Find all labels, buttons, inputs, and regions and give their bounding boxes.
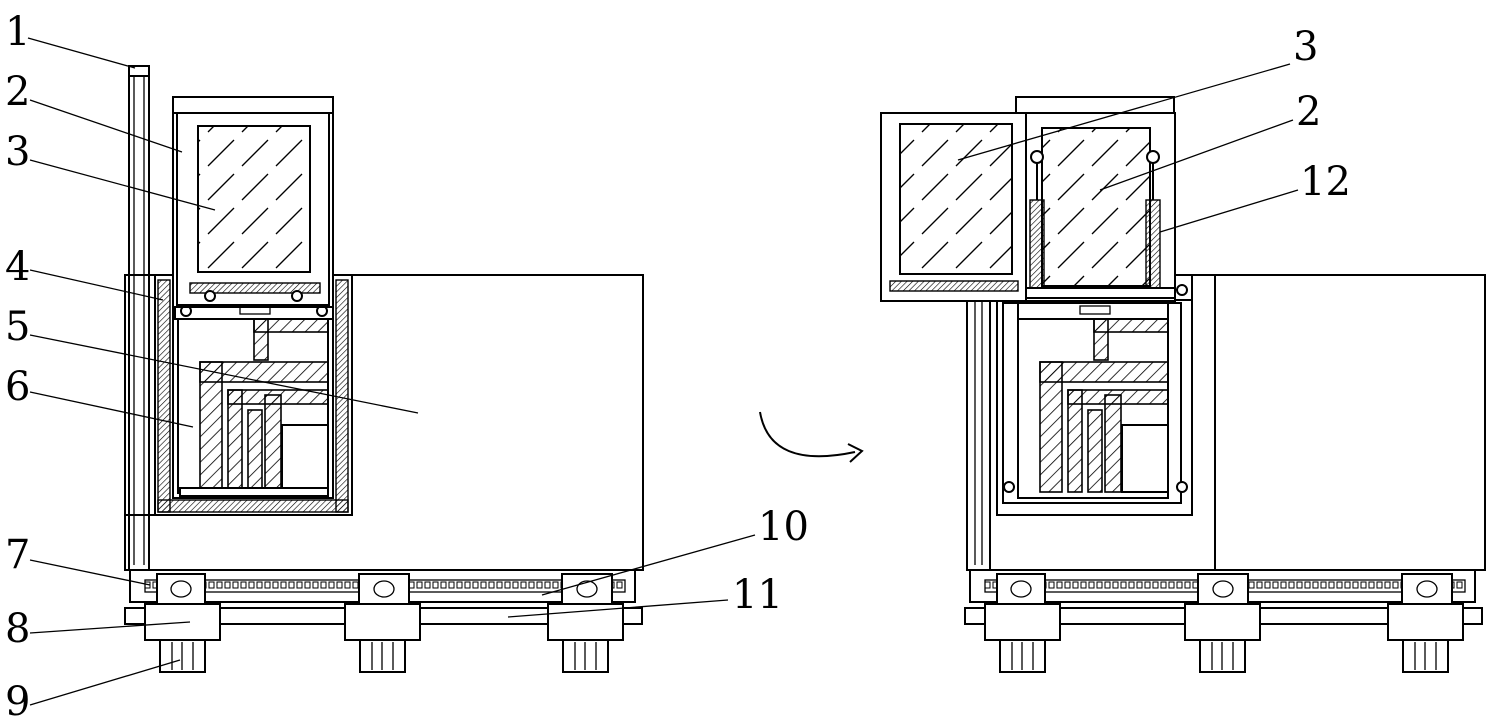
support-feet — [144, 603, 624, 673]
storage-compartment — [154, 274, 353, 516]
callout-2: 2 — [5, 69, 30, 115]
display-screen — [197, 125, 311, 273]
callout-5: 5 — [5, 304, 30, 350]
callout-7: 7 — [5, 532, 30, 578]
display-panel — [172, 96, 334, 308]
left-callouts: 1 2 3 4 5 6 7 8 9 10 11 — [5, 9, 809, 725]
callout-9: 9 — [5, 679, 30, 725]
transition-arrow — [759, 411, 864, 463]
callout-6: 6 — [5, 364, 30, 410]
callout-3: 3 — [5, 129, 30, 175]
right-callouts: 3 2 12 — [1293, 24, 1351, 205]
left-leader-lines — [27, 37, 756, 706]
callout-10: 10 — [758, 504, 809, 550]
callout-8: 8 — [5, 606, 30, 652]
callout-1: 1 — [5, 9, 30, 55]
callout-11: 11 — [732, 572, 783, 618]
callout-right-12: 12 — [1300, 159, 1351, 205]
callout-right-3: 3 — [1293, 24, 1318, 70]
callout-right-2: 2 — [1296, 89, 1321, 135]
right-view — [880, 63, 1486, 673]
callout-4: 4 — [5, 244, 30, 290]
left-view — [27, 37, 756, 706]
base-rail — [124, 569, 643, 625]
telescopic-rod — [125, 65, 155, 571]
